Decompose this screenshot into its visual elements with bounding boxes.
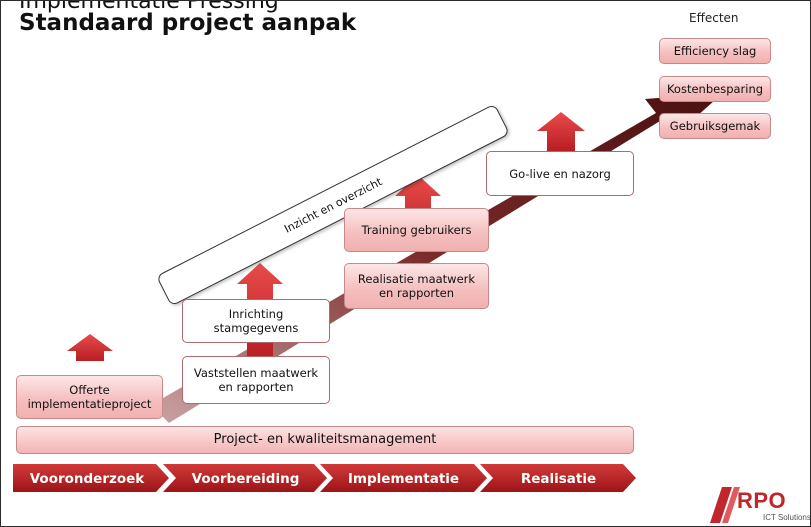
effect-usability: Gebruiksgemak (659, 113, 771, 139)
up-arrow-1 (67, 334, 113, 361)
phase-realisatie: Realisatie (520, 471, 597, 487)
phase-voorbereiding: Voorbereiding (191, 471, 300, 487)
step-golive: Go-live en nazorg (486, 151, 634, 196)
rpo-logo-icon (710, 487, 740, 523)
up-arrow-4 (537, 112, 585, 151)
step-training: Training gebruikers (344, 208, 489, 252)
step-inrichting: Inrichting stamgegevens (182, 299, 330, 343)
slide-supertitle: Implementatie Pressing (19, 0, 279, 14)
logo-subtitle: ICT Solutions (763, 513, 811, 522)
step-offerte: Offerte implementatieproject (16, 375, 163, 419)
step-realisatie-maatwerk: Realisatie maatwerk en rapporten (344, 263, 489, 309)
slide-title: Standaard project aanpak (19, 10, 357, 36)
step-vaststellen: Vaststellen maatwerk en rapporten (182, 356, 330, 404)
phase-implementatie: Implementatie (347, 471, 460, 487)
effect-efficiency: Efficiency slag (659, 38, 771, 64)
effect-cost-savings: Kostenbesparing (659, 76, 771, 102)
project-management-bar: Project- en kwaliteitsmanagement (16, 426, 634, 454)
phase-chevrons (13, 464, 636, 492)
logo-name: RPO (737, 488, 787, 513)
phase-vooronderzoek: Vooronderzoek (29, 471, 145, 487)
effects-label: Effecten (689, 11, 739, 25)
